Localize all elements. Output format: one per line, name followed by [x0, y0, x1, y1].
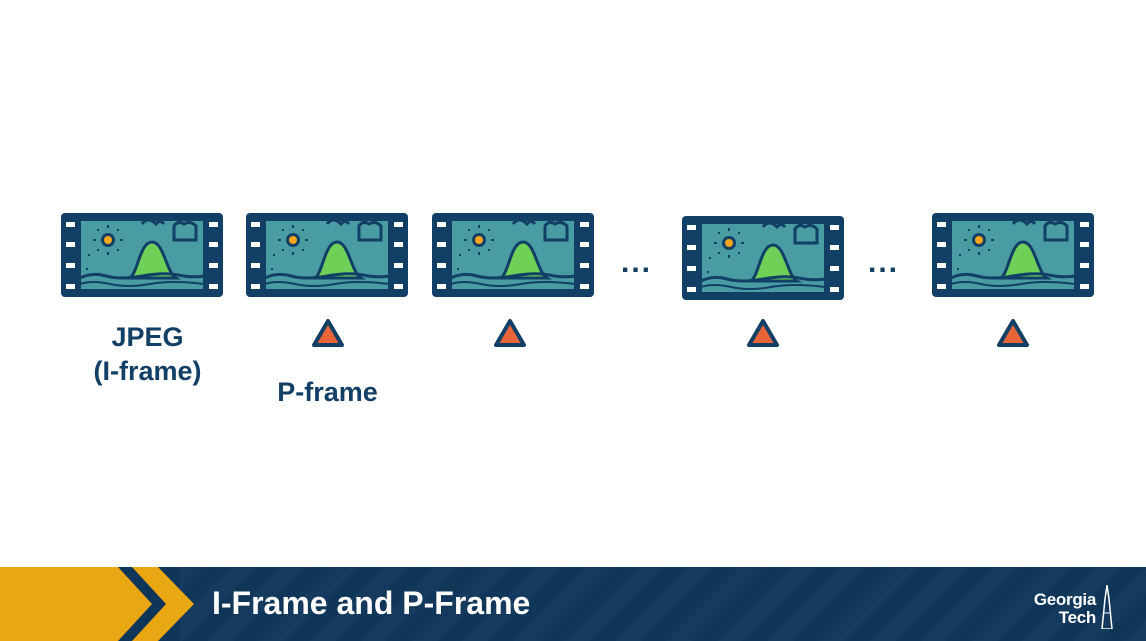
- delta-triangle-icon: [311, 318, 345, 348]
- ellipsis: ...: [868, 246, 900, 279]
- film-frame-icon: [431, 212, 595, 298]
- logo-line2: Tech: [1058, 608, 1097, 627]
- film-frame-icon: [60, 212, 224, 298]
- film-frame-icon: [931, 212, 1095, 298]
- tower-icon: [1101, 585, 1113, 629]
- slide-title: I-Frame and P-Frame: [212, 585, 531, 621]
- film-frame-icon: [245, 212, 409, 298]
- georgia-tech-logo: Georgia Tech: [1004, 585, 1114, 629]
- footer-pattern: [180, 567, 1146, 641]
- pframe-label: P-frame: [277, 377, 378, 407]
- delta-triangle-icon: [493, 318, 527, 348]
- chevron-icon: [0, 567, 200, 641]
- iframe-label-line1: JPEG: [111, 322, 184, 352]
- iframe-label: JPEG (I-frame): [60, 320, 235, 388]
- logo-line1: Georgia: [1033, 590, 1096, 609]
- film-frame-icon: [681, 215, 845, 301]
- footer-bar: I-Frame and P-Frame: [0, 567, 1146, 641]
- iframe-label-line2: (I-frame): [93, 356, 202, 386]
- delta-triangle-icon: [746, 318, 780, 348]
- delta-triangle-icon: [996, 318, 1030, 348]
- ellipsis: ...: [621, 246, 653, 279]
